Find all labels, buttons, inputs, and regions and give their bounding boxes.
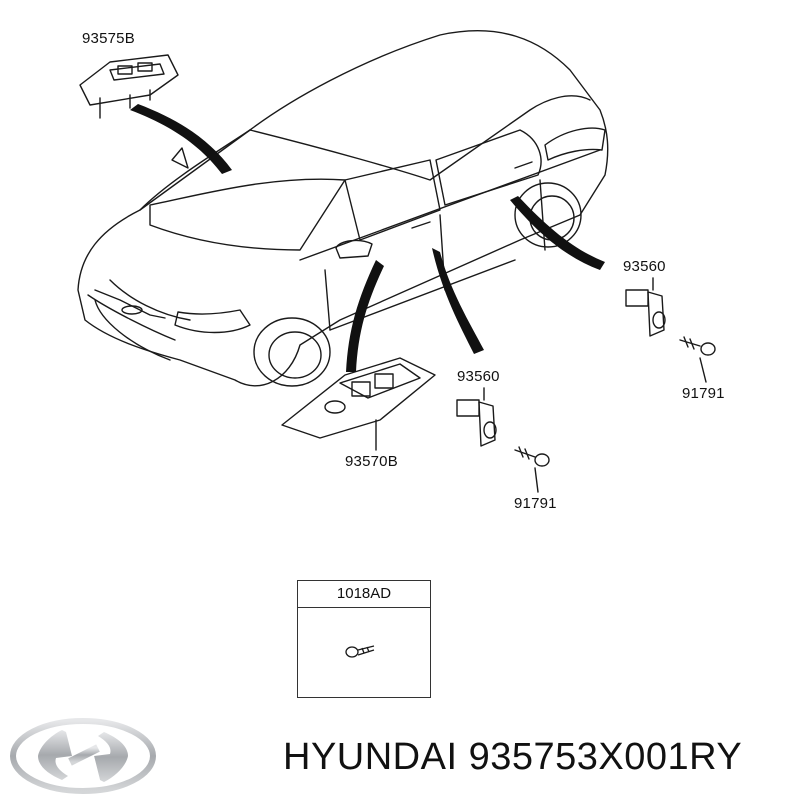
detail-box-code: 1018AD bbox=[298, 581, 430, 608]
screw-icon bbox=[345, 645, 375, 658]
label-93570b: 93570B bbox=[345, 453, 398, 470]
connector-93560-mid bbox=[456, 387, 497, 447]
brand-name: HYUNDAI bbox=[283, 736, 458, 778]
switch-93570b bbox=[281, 357, 436, 451]
leader-arrow-93560-mid bbox=[432, 248, 484, 354]
label-91791-mid: 91791 bbox=[514, 495, 557, 512]
leader-arrow-93560-right bbox=[510, 196, 605, 270]
part-number: 935753X001RY bbox=[468, 736, 743, 778]
connector-93560-right bbox=[625, 277, 666, 337]
hyundai-logo-icon bbox=[10, 718, 156, 794]
leader-arrow-93575b bbox=[130, 104, 232, 174]
brand-part-title: HYUNDAI 935753X001RY bbox=[283, 736, 742, 779]
leader-arrow-93570b bbox=[346, 260, 384, 372]
label-93560-right: 93560 bbox=[623, 258, 666, 275]
screw-91791-mid bbox=[514, 446, 550, 493]
switch-93575b bbox=[79, 54, 179, 119]
label-91791-right: 91791 bbox=[682, 385, 725, 402]
detail-box: 1018AD bbox=[297, 580, 431, 698]
label-93575b: 93575B bbox=[82, 30, 135, 47]
screw-91791-right bbox=[679, 336, 716, 383]
label-93560-mid: 93560 bbox=[457, 368, 500, 385]
